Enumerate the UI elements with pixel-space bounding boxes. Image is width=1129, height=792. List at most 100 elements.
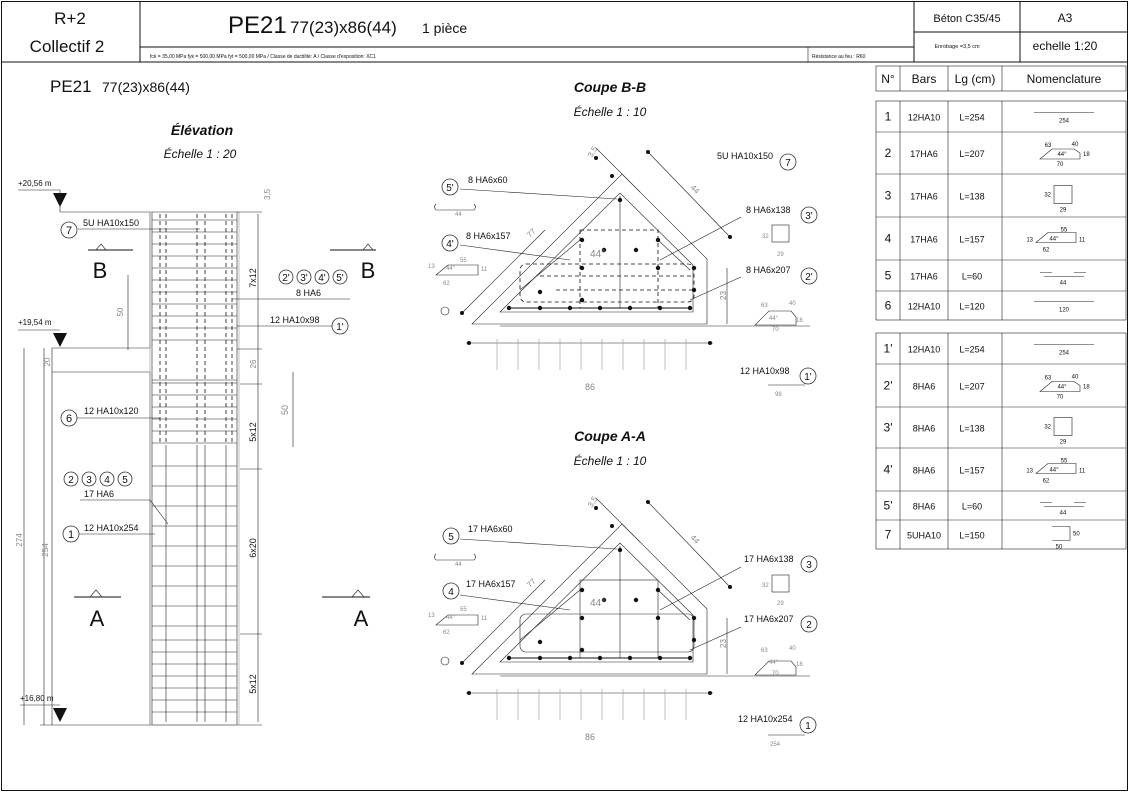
group1-row-number: 2 [885, 146, 892, 160]
leader-2 [689, 626, 742, 651]
aa-sk4-11: 11 [481, 616, 488, 622]
shape-dim: 55 [1061, 228, 1068, 234]
bb-sk4-11: 11 [481, 267, 488, 273]
section-bb-view: Coupe B-B Échelle 1 : 10 3,5 44 77 23 44… [428, 79, 818, 398]
material-specs: fck = 35,00 MPa fyk = 500,00 MPa fyt = 5… [150, 54, 376, 60]
label-7: 5U HA10x150 [83, 218, 139, 228]
bb-mark-3p: 3' [805, 211, 813, 222]
aa-sk4-13: 13 [428, 613, 435, 619]
elevation-title: Élévation [171, 122, 233, 138]
mark-6: 6 [66, 413, 72, 425]
shape-square [1053, 185, 1073, 204]
aa-sk3-32: 32 [762, 583, 769, 589]
section-bb-scale: Échelle 1 : 10 [574, 104, 647, 119]
shape-dim: 11 [1079, 469, 1086, 475]
aa-label-5: 17 HA6x60 [468, 524, 513, 534]
section-aa-scale: Échelle 1 : 10 [574, 453, 647, 468]
group1-row-length: L=157 [959, 235, 984, 245]
label-8ha6: 8 HA6 [296, 288, 321, 298]
aa-sk4-angle: 44° [446, 615, 456, 621]
rebar-dot [579, 237, 585, 243]
group2-row-bars: 8HA6 [913, 382, 936, 392]
dim-end [467, 691, 471, 695]
shape-dim: 11 [1079, 238, 1086, 244]
shape-dim: 40 [1072, 142, 1079, 148]
fire-resistance: Résistance au feu : R60 [812, 54, 866, 60]
group2-row-length: L=138 [959, 424, 984, 434]
aa-label-1: 12 HA10x254 [738, 714, 793, 724]
bb-label-3p: 8 HA6x138 [746, 205, 791, 215]
aa-dim-23: 23 [719, 639, 728, 648]
level-bottom: +16,80 m [20, 694, 54, 703]
shape-trapeze [1035, 232, 1077, 243]
group1-row-number: 6 [885, 299, 892, 313]
shape-dim: 44 [1060, 281, 1067, 287]
spacing-label-4: 5x12 [248, 674, 258, 694]
leader-4 [459, 244, 571, 261]
group1-row-number: 5 [885, 269, 892, 283]
dim-35-line [595, 497, 641, 543]
shape-dim: 13 [1026, 238, 1033, 244]
group1-row-bars: 17HA6 [910, 149, 938, 159]
dim-end [594, 506, 598, 510]
dim-50a: 50 [116, 307, 125, 316]
bb-sk4-13: 13 [428, 264, 435, 270]
cover-symbol [440, 656, 450, 666]
schedule-header-3: Nomenclature [1027, 72, 1102, 86]
aa-sk2-40: 40 [789, 646, 796, 652]
dim-end [467, 341, 471, 345]
mark-5: 5 [122, 475, 128, 486]
diag-bar [519, 239, 581, 291]
rebar-dot [597, 655, 603, 661]
aa-dim-77: 77 [525, 576, 538, 589]
leader-4 [459, 594, 571, 611]
shape-trapeze [1035, 463, 1077, 474]
shape-dim: 32 [1044, 193, 1051, 199]
shape-dim: 62 [1043, 479, 1050, 485]
dim-end [708, 341, 712, 345]
rebar-dot [627, 305, 633, 311]
diag-bar [657, 239, 691, 271]
group1-row-length: L=254 [959, 113, 984, 123]
group2-row-bars: 8HA6 [913, 424, 936, 434]
rebar-dot [506, 305, 512, 311]
rebar-dot [567, 655, 573, 661]
element-code: PE21 [228, 12, 287, 39]
sketch-4 [435, 614, 479, 626]
bb-dim-44: 44 [689, 183, 702, 196]
group1-row-bars: 17HA6 [910, 192, 938, 202]
group1-row-bars: 17HA6 [910, 235, 938, 245]
bb-sk2-40: 40 [789, 301, 796, 307]
dim-77-line [461, 579, 546, 664]
elevation-element-code: PE21 [50, 77, 92, 96]
mark-3p: 3' [300, 273, 308, 284]
sketch-5 [434, 553, 476, 561]
section-aa-view: Coupe A-A Échelle 1 : 10 3,5 44 77 23 44… [428, 428, 818, 748]
bb-label-1p: 12 HA10x98 [740, 366, 790, 376]
rebar-dot [579, 265, 585, 271]
rebar-dot [633, 597, 639, 603]
aa-dim-44: 44 [689, 533, 702, 546]
rebar-dot [691, 265, 697, 271]
element-dims: 77(23)x86(44) [290, 18, 397, 37]
aa-angle: 44° [590, 598, 605, 609]
dim-end [594, 156, 598, 160]
dim-end [610, 174, 614, 178]
bb-sk2-63: 63 [761, 303, 768, 309]
schedule-header-0: N° [881, 72, 895, 86]
group2-row-length: L=157 [959, 466, 984, 476]
shape-square [1053, 417, 1073, 436]
aa-mark-4: 4 [448, 587, 454, 598]
section-bb-title: Coupe B-B [574, 79, 646, 95]
dim-end [610, 524, 614, 528]
sketch-3 [771, 224, 790, 243]
bb-sk4-55: 55 [460, 258, 467, 264]
element-quantity: 1 pièce [422, 20, 467, 36]
bb-mark-7: 7 [785, 158, 791, 169]
group1-row-number: 3 [885, 189, 892, 203]
rebar-dot [579, 647, 585, 653]
aa-sk5-44: 44 [455, 562, 462, 568]
bb-mark-5p: 5' [446, 183, 454, 194]
bb-sk2-70: 70 [772, 327, 779, 333]
rebar-dot [579, 297, 585, 303]
